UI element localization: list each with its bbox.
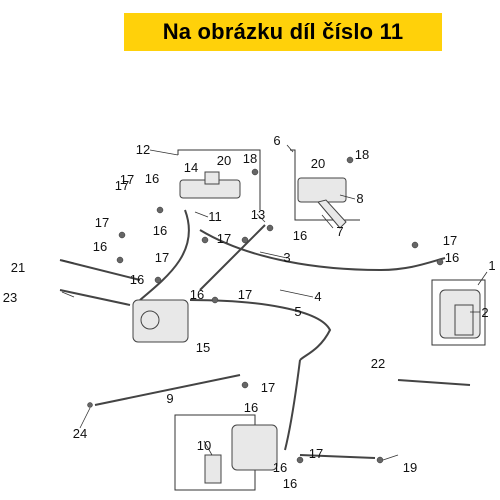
reservoir-14 [204, 171, 220, 185]
brake-line-5 [189, 299, 332, 361]
bolt [156, 206, 164, 214]
part-label-17: 17 [115, 178, 129, 193]
cable-24 [94, 374, 241, 406]
bolt [346, 156, 354, 164]
part-label-15: 15 [196, 340, 210, 355]
bolt [251, 168, 259, 176]
part-label-17: 17 [217, 231, 231, 246]
part-label-16: 16 [190, 287, 204, 302]
part-label-17: 17 [261, 380, 275, 395]
part-label-17: 17 [238, 287, 252, 302]
bolt [241, 236, 249, 244]
part-label-3: 3 [283, 250, 290, 265]
bolt [201, 236, 209, 244]
title-text: Na obrázku díl číslo 11 [162, 19, 404, 44]
part-label-12: 12 [136, 142, 150, 157]
bolt [376, 456, 384, 464]
bolt [211, 296, 219, 304]
part-label-21: 21 [11, 260, 25, 275]
brake-line-lower [284, 359, 301, 451]
part-label-20: 20 [311, 156, 325, 171]
bracket-6-frame [290, 149, 360, 221]
caliper-15 [132, 299, 189, 343]
caliper-15-piston [140, 310, 160, 330]
bolt [118, 231, 126, 239]
cable-23 [59, 289, 131, 306]
part-label-8: 8 [356, 191, 363, 206]
part-label-16: 16 [273, 460, 287, 475]
bolt [411, 241, 419, 249]
part-label-9: 9 [166, 391, 173, 406]
part-label-18: 18 [243, 151, 257, 166]
part-label-23: 23 [3, 290, 17, 305]
cable-19 [299, 454, 376, 459]
bolt [154, 276, 162, 284]
brake-line-13 [199, 224, 266, 291]
part-label-16: 16 [283, 476, 297, 491]
bracket-9-frame [174, 414, 256, 491]
part-label-13: 13 [251, 207, 265, 222]
caliper-9 [231, 424, 278, 471]
part-label-16: 16 [145, 171, 159, 186]
part-label-6: 6 [273, 133, 280, 148]
part-label-18: 18 [355, 147, 369, 162]
bolt [116, 256, 124, 264]
part-label-7: 7 [336, 224, 343, 239]
brake-pad-10 [204, 454, 222, 484]
part-label-16: 16 [153, 223, 167, 238]
bolt [87, 402, 93, 408]
part-label-17: 17 [155, 250, 169, 265]
bolt [296, 456, 304, 464]
bracket-12-frame [177, 149, 261, 210]
part-label-19: 19 [403, 460, 417, 475]
part-label-16: 16 [244, 400, 258, 415]
part-label-17: 17 [309, 446, 323, 461]
part-label-11: 11 [208, 209, 222, 224]
master-cylinder-8 [297, 177, 347, 203]
part-label-2: 2 [481, 305, 488, 320]
brake-pad-2 [454, 304, 474, 336]
part-label-1: 1 [488, 258, 495, 273]
part-label-16: 16 [130, 272, 144, 287]
cable-22 [397, 379, 471, 386]
part-label-20: 20 [217, 153, 231, 168]
part-label-24: 24 [73, 426, 87, 441]
bolt [241, 381, 249, 389]
title-banner: Na obrázku díl číslo 11 [124, 13, 442, 51]
part-label-17: 17 [120, 172, 134, 187]
part-label-17: 17 [95, 215, 109, 230]
part-label-16: 16 [293, 228, 307, 243]
part-label-16: 16 [445, 250, 459, 265]
brake-line-11 [139, 209, 190, 301]
cable-21 [59, 259, 141, 281]
part-label-5: 5 [294, 304, 301, 319]
part-label-22: 22 [371, 356, 385, 371]
bolt [266, 224, 274, 232]
part-label-10: 10 [197, 438, 211, 453]
bolt [436, 258, 444, 266]
caliper-1-frame [431, 279, 486, 346]
brake-line-3 [199, 229, 446, 272]
part-label-16: 16 [93, 239, 107, 254]
lever-7 [317, 199, 347, 229]
part-label-17: 17 [443, 233, 457, 248]
part-label-14: 14 [184, 160, 198, 175]
part-label-4: 4 [314, 289, 321, 304]
